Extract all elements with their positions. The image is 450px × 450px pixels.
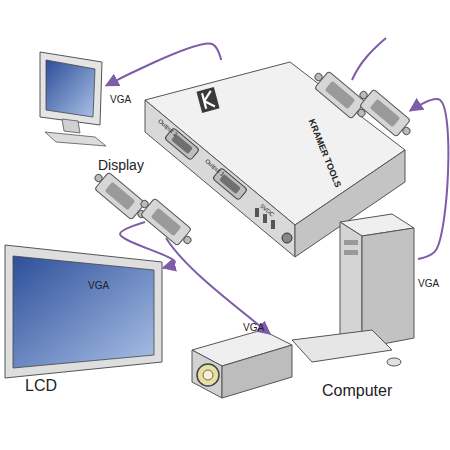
projector-lens [197, 364, 219, 386]
thumbscrew [359, 90, 369, 100]
projector-front [192, 350, 222, 398]
monitor-bezel [40, 52, 102, 125]
plug-face [151, 208, 182, 236]
cable-label: VGA [418, 278, 439, 289]
device-node: Computer [290, 210, 418, 372]
lcd-bezel [5, 245, 162, 378]
projector-side [222, 345, 292, 398]
vga-plug [309, 66, 371, 123]
device-label: KRAMER TOOLS [306, 118, 342, 189]
device-label: Computer [322, 382, 392, 400]
thumbscrew [140, 199, 150, 209]
thumbscrew [314, 72, 324, 82]
monitor-base [45, 132, 106, 146]
panel-label: 5VDC [259, 203, 276, 218]
device-node: KRAMER TOOLS Output 2 Output 1 5VDC [145, 60, 410, 257]
thumbscrew [402, 126, 412, 136]
plug-face [370, 99, 401, 127]
projector-cable [166, 238, 270, 334]
logo-plate [196, 87, 219, 113]
cable-label: VGA [110, 94, 131, 105]
tower-front [340, 222, 362, 348]
power-jack [282, 233, 292, 243]
monitor-screen [46, 60, 95, 117]
device-node: LCD [3, 243, 163, 373]
connector-pins [219, 174, 241, 194]
thumbscrew [183, 235, 193, 245]
panel-label: Output 1 [204, 158, 226, 178]
switch [271, 220, 275, 229]
projector-lens-inner [203, 370, 213, 380]
drive-bay [344, 250, 358, 255]
vga-cable [120, 222, 175, 268]
switch [255, 208, 259, 217]
panel-label: Output 2 [157, 118, 179, 138]
device-label: LCD [25, 377, 57, 395]
monitor-neck [62, 119, 80, 133]
plug-face [325, 81, 356, 109]
plug-body [315, 71, 366, 119]
vga-cable [410, 99, 448, 259]
device-node: Display [38, 50, 106, 148]
lcd-screen [13, 256, 154, 368]
cable-label: VGA [243, 322, 264, 333]
vga-plug [354, 84, 416, 141]
drive-bay [344, 240, 358, 245]
kramer-logo [196, 87, 219, 113]
vga-cable [106, 44, 221, 86]
vga-plug [135, 193, 197, 250]
thumbscrew [94, 173, 104, 183]
keyboard [292, 330, 392, 362]
mouse [387, 358, 401, 366]
plug-body [95, 172, 146, 220]
input-cable [352, 38, 386, 80]
switch [263, 214, 267, 223]
cable-label: VGA [88, 280, 109, 291]
device-label: Display [98, 158, 144, 173]
plug-body [360, 89, 411, 137]
logo-mark [202, 91, 215, 109]
plug-face [105, 182, 136, 210]
